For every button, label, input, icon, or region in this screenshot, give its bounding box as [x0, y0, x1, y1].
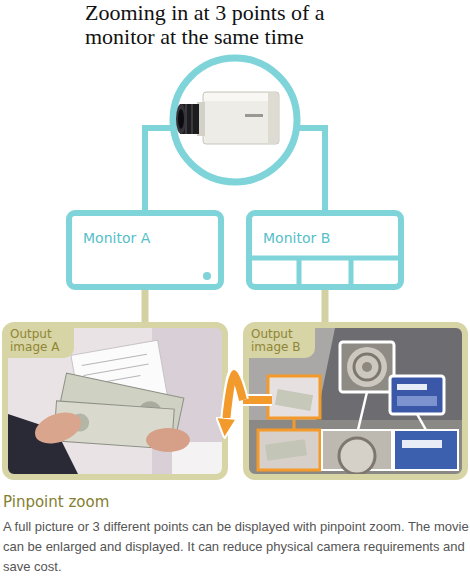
photo-a [8, 328, 222, 474]
monitor-detail [349, 258, 354, 286]
camera-wire [145, 128, 174, 212]
section-heading: Pinpoint zoom [3, 493, 303, 511]
photo-b [417, 414, 426, 430]
photo-b [249, 328, 462, 474]
diagram-title: Zooming in at 3 points of a monitor at t… [85, 1, 395, 49]
photo-b [358, 392, 367, 430]
connector-group [226, 374, 243, 422]
connector-outline [226, 374, 243, 422]
photo-b [362, 362, 372, 372]
connector-group [145, 290, 146, 322]
photo-b [347, 347, 387, 387]
camera-wire [296, 128, 325, 212]
monitor-detail [250, 256, 400, 261]
camera-photo [268, 93, 278, 143]
photo-b [394, 430, 458, 470]
output-frame: Output image A [2, 322, 228, 480]
connector-group [325, 290, 326, 322]
monitor-label: Monitor B [263, 230, 393, 246]
photo-b [293, 418, 296, 430]
camera-ring [173, 58, 297, 182]
monitor-detail [297, 258, 302, 286]
photo-b [249, 328, 462, 474]
output-frame: Output image B [243, 322, 468, 480]
arrow-tail [243, 396, 272, 404]
photo-b [275, 389, 313, 411]
monitor-indicator [203, 272, 211, 280]
photo-b [354, 354, 380, 380]
arrow-connector [226, 374, 243, 422]
monitor-box: Monitor B [246, 210, 404, 290]
output-label: Output image B [248, 327, 315, 358]
photo-a [84, 364, 149, 375]
camera-ring [173, 58, 297, 182]
photo-b [249, 420, 462, 474]
output-label: Output image A [7, 327, 74, 358]
photo-b [268, 376, 320, 418]
caption-text: A full picture or 3 different points can… [3, 517, 469, 577]
camera-photo [245, 114, 263, 117]
monitor-detail [250, 258, 400, 286]
monitor-label: Monitor A [83, 230, 213, 246]
arrow-tail [243, 400, 272, 401]
photo-b [397, 396, 437, 406]
camera-photo [178, 109, 184, 129]
photo-b [258, 430, 320, 470]
stand-connector [322, 290, 329, 322]
photo-a [146, 428, 190, 452]
photo-a [31, 407, 86, 450]
photo-b [265, 439, 307, 460]
photo-a [8, 328, 222, 474]
photo-b [340, 342, 394, 392]
arrow-tail [243, 394, 272, 406]
photo-b [397, 384, 427, 390]
camera-photo [191, 104, 193, 134]
camera-photo [176, 92, 279, 144]
camera-photo [176, 104, 186, 134]
camera-photo [203, 92, 279, 144]
camera-photo [204, 93, 278, 101]
photo-b [339, 438, 375, 474]
monitor-box: Monitor A [66, 210, 224, 290]
photo-a [82, 354, 147, 365]
photo-b [390, 376, 444, 414]
photo-b [402, 440, 442, 448]
stand-connector [142, 290, 149, 322]
monitor-indicator [203, 272, 211, 280]
